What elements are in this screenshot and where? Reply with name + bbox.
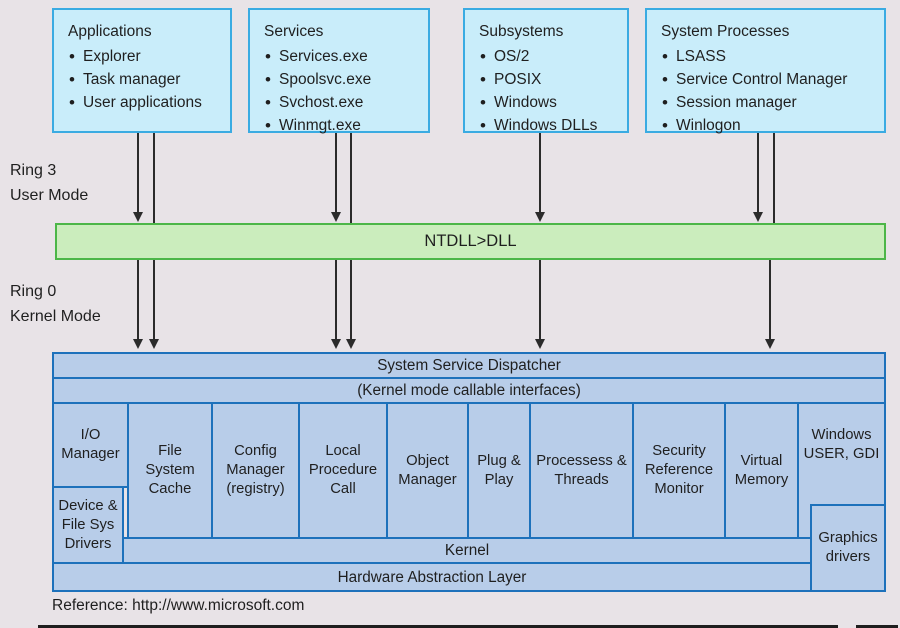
dispatcher-label: System Service Dispatcher [377,357,561,374]
column-label: Local Procedure Call [308,443,378,497]
device-file-sys-drivers-box: Device & File Sys Drivers [52,486,124,564]
list-item: Explorer [68,45,224,68]
list-item: Windows [479,91,621,114]
column-processes-threads: Processess & Threads [529,402,634,539]
column-label: Config Manager (registry) [226,443,285,497]
ntdll-band: NTDLL>DLL [55,223,886,260]
ring0-label: Ring 0 Kernel Mode [10,279,101,329]
device-drivers-label: Device & File Sys Drivers [58,497,118,552]
kernel-callable-interfaces: (Kernel mode callable interfaces) [52,377,886,404]
column-io-manager: I/O Manager [52,402,129,488]
column-security-reference-monitor: Security Reference Monitor [632,402,726,539]
column-label: I/O Manager [61,427,120,462]
applications-box-title: Applications [68,23,152,40]
system-service-dispatcher: System Service Dispatcher [52,352,886,379]
services-box: Services Services.exe Spoolsvc.exe Svcho… [248,8,430,137]
applications-box: Applications Explorer Task manager User … [52,8,232,133]
kernel-label: Kernel [444,542,490,559]
hal-row: Hardware Abstraction Layer [52,562,812,592]
column-label: Plug & Play [477,452,521,488]
ring0-text: Ring 0 [10,283,57,300]
column-plug-and-play: Plug & Play [467,402,531,539]
reference-text: Reference: http://www.microsoft.com [52,597,305,614]
system-processes-box: System Processes LSASS Service Control M… [645,8,886,137]
bottom-bar-segment [856,625,898,628]
column-label: Processess & Threads [536,452,627,488]
list-item: Windows DLLs [479,114,621,137]
list-item: Spoolsvc.exe [264,68,422,91]
column-label: File System Cache [145,443,195,497]
list-item: OS/2 [479,45,621,68]
list-item: Task manager [68,68,224,91]
hal-label: Hardware Abstraction Layer [337,568,527,586]
column-label: Windows USER, GDI [803,427,880,462]
system-processes-list: LSASS Service Control Manager Session ma… [661,45,878,137]
list-item: Svchost.exe [264,91,422,114]
list-item: Winmgt.exe [264,114,422,137]
graphics-drivers-label: Graphics drivers [818,530,878,565]
list-item: Service Control Manager [661,68,878,91]
kernel-mode-text: Kernel Mode [10,308,101,325]
column-object-manager: Object Manager [386,402,469,539]
applications-list: Explorer Task manager User applications [68,45,224,114]
system-processes-box-title: System Processes [661,23,790,40]
list-item: Session manager [661,91,878,114]
services-box-title: Services [264,23,324,40]
list-item: POSIX [479,68,621,91]
ring3-text: Ring 3 [10,162,57,179]
list-item: User applications [68,91,224,114]
list-item: LSASS [661,45,878,68]
list-item: Winlogon [661,114,878,137]
column-label: Object Manager [398,452,457,488]
user-mode-text: User Mode [10,187,89,204]
services-list: Services.exe Spoolsvc.exe Svchost.exe Wi… [264,45,422,137]
subsystems-list: OS/2 POSIX Windows Windows DLLs [479,45,621,137]
subsystems-box: Subsystems OS/2 POSIX Windows Windows DL… [463,8,629,137]
subsystems-box-title: Subsystems [479,23,564,40]
callable-interfaces-label: (Kernel mode callable interfaces) [357,382,581,399]
column-label: Security Reference Monitor [644,443,714,497]
ntdll-label: NTDLL>DLL [424,232,517,250]
column-local-procedure-call: Local Procedure Call [298,402,388,539]
column-config-manager: Config Manager (registry) [211,402,300,539]
graphics-drivers-box: Graphics drivers [810,504,886,592]
bottom-bar [38,625,838,628]
list-item: Services.exe [264,45,422,68]
column-file-system-cache: File System Cache [127,402,213,539]
column-label: Virtual Memory [734,452,789,488]
kernel-row: Kernel [122,537,812,564]
column-virtual-memory: Virtual Memory [724,402,799,539]
ring3-label: Ring 3 User Mode [10,158,88,208]
